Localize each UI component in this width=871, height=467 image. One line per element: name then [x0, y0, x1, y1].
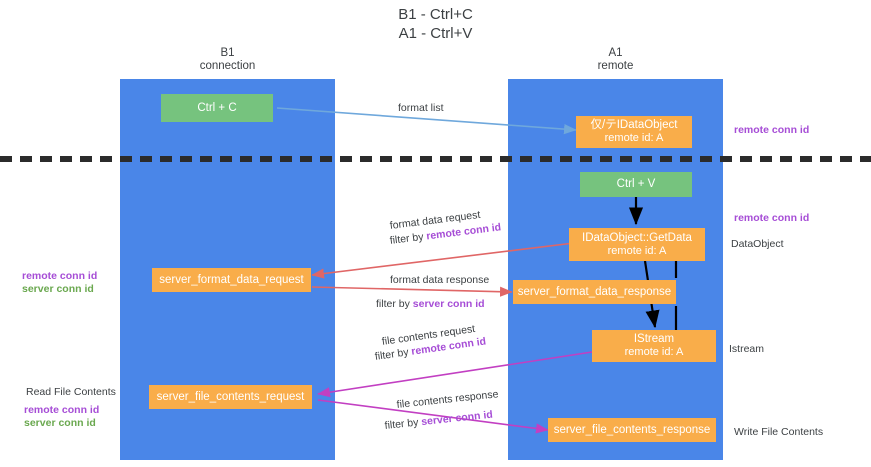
- filter-prefix: filter by: [384, 416, 422, 432]
- edge-label-format-data-response: format data response: [390, 274, 490, 286]
- arrow-file-contents-response: [317, 399, 549, 434]
- node-server-file-contents-request-label: server_file_contents_request: [156, 390, 305, 403]
- phase-divider: [0, 156, 871, 162]
- arrow-format-data-request: [311, 242, 575, 279]
- node-server-format-data-response[interactable]: server_format_data_response: [513, 280, 676, 304]
- node-server-file-contents-request[interactable]: server_file_contents_request: [149, 385, 312, 409]
- column-header-a1: A1 remote: [597, 47, 634, 72]
- node-ctrl-c-label: Ctrl + C: [197, 101, 237, 114]
- annotation-left-bottom-remote-conn-id: remote conn id: [24, 404, 100, 416]
- node-idataobject[interactable]: 仅/テIDataObject remote id: A: [576, 116, 692, 148]
- column-header-b1: B1 connection: [199, 47, 256, 72]
- node-istream[interactable]: IStream remote id: A: [592, 330, 716, 362]
- filter-prefix: filter by: [376, 298, 413, 310]
- node-ctrl-c[interactable]: Ctrl + C: [161, 94, 273, 122]
- annotation-right-top-remote-conn-id: remote conn id: [734, 124, 810, 136]
- node-istream-sublabel: remote id: A: [624, 346, 684, 358]
- annotation-left-remote-conn-id: remote conn id: [22, 270, 98, 282]
- node-server-format-data-request-label: server_format_data_request: [159, 273, 304, 286]
- page-title: B1 - Ctrl+C A1 - Ctrl+V: [398, 6, 473, 42]
- arrow-format-data-response: [311, 286, 513, 297]
- edge-label-format-list: format list: [398, 102, 444, 114]
- node-istream-label: IStream: [633, 333, 675, 345]
- annotation-istream: Istream: [729, 343, 765, 355]
- node-getdata[interactable]: IDataObject::GetData remote id: A: [569, 228, 705, 261]
- edge-label-format-data-response-filter: filter by server conn id: [376, 297, 485, 311]
- filter-key-server-conn-id: server conn id: [412, 298, 485, 310]
- node-server-file-contents-response[interactable]: server_file_contents_response: [548, 418, 716, 442]
- annotation-read-file-contents: Read File Contents: [26, 386, 116, 398]
- annotation-dataobject: DataObject: [731, 238, 784, 250]
- node-idataobject-sublabel: remote id: A: [604, 132, 664, 144]
- node-server-format-data-response-label: server_format_data_response: [517, 285, 672, 298]
- annotation-left-bottom-server-conn-id: server conn id: [24, 417, 96, 429]
- node-server-file-contents-response-label: server_file_contents_response: [553, 423, 711, 436]
- arrow-file-contents-request: [317, 351, 593, 398]
- annotation-write-file-contents: Write File Contents: [734, 426, 824, 438]
- node-getdata-label: IDataObject::GetData: [582, 231, 692, 244]
- node-ctrl-v-label: Ctrl + V: [616, 178, 656, 190]
- node-ctrl-v[interactable]: Ctrl + V: [580, 172, 692, 197]
- node-getdata-sublabel: remote id: A: [607, 244, 667, 257]
- annotation-left-server-conn-id: server conn id: [22, 283, 94, 295]
- annotation-right-mid-remote-conn-id: remote conn id: [734, 212, 810, 224]
- node-server-format-data-request[interactable]: server_format_data_request: [152, 268, 311, 292]
- arrow-format-list: [276, 107, 577, 135]
- node-idataobject-label: 仅/テIDataObject: [590, 119, 678, 131]
